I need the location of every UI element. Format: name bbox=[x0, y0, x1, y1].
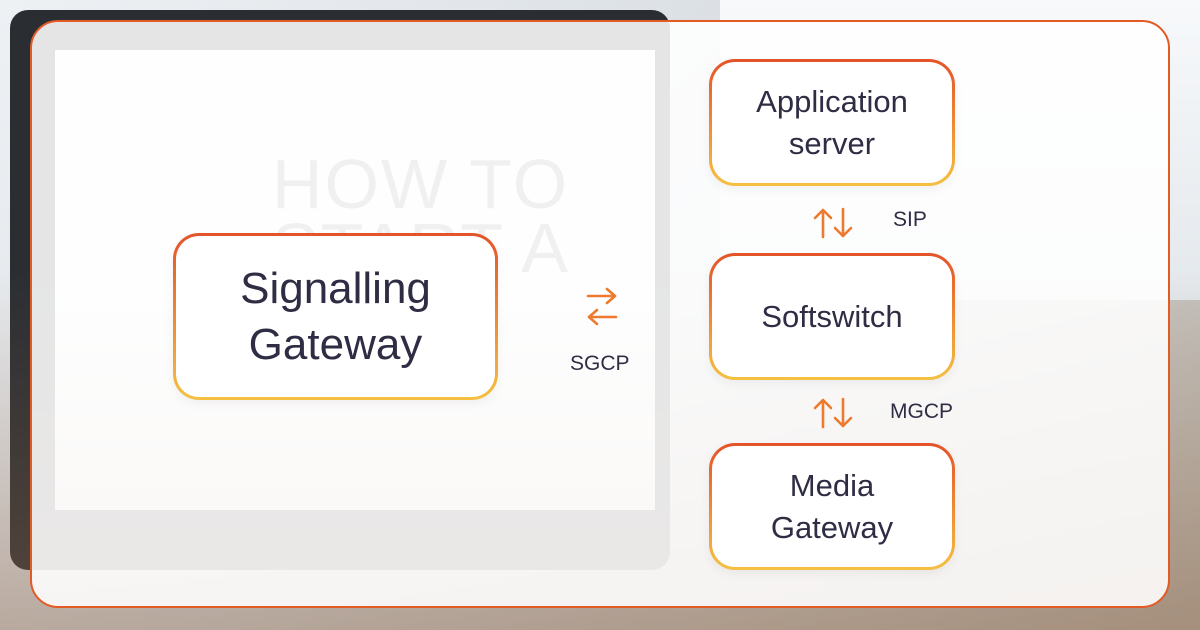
background-text-line-1: HOW TO bbox=[272, 145, 570, 223]
application-server-label-line-2: server bbox=[788, 125, 876, 161]
signalling-gateway-label-line-2: Gateway bbox=[248, 319, 423, 369]
arrow-down bbox=[833, 207, 853, 238]
up-down-arrows-icon bbox=[813, 207, 853, 239]
arrow-up bbox=[813, 208, 833, 239]
sip-label: SIP bbox=[893, 208, 927, 231]
sgcp-label: SGCP bbox=[570, 352, 630, 375]
left-right-arrows-icon bbox=[586, 287, 618, 326]
arrow-down bbox=[833, 397, 853, 428]
arrow-up bbox=[813, 398, 833, 429]
signalling-gateway-node: Signalling Gateway bbox=[173, 233, 498, 400]
arrow-left bbox=[587, 308, 618, 326]
signalling-gateway-label-line-1: Signalling bbox=[240, 263, 431, 313]
softswitch-node: Softswitch bbox=[709, 253, 955, 380]
media-gateway-node: Media Gateway bbox=[709, 443, 955, 570]
softswitch-label: Softswitch bbox=[761, 298, 903, 334]
application-server-node: Application server bbox=[709, 59, 955, 186]
up-down-arrows-icon bbox=[813, 397, 853, 429]
application-server-label-line-1: Application bbox=[756, 83, 908, 119]
media-gateway-label-line-2: Gateway bbox=[770, 509, 894, 545]
media-gateway-label-line-1: Media bbox=[789, 467, 875, 503]
mgcp-label: MGCP bbox=[890, 400, 953, 423]
arrow-right bbox=[586, 287, 617, 305]
